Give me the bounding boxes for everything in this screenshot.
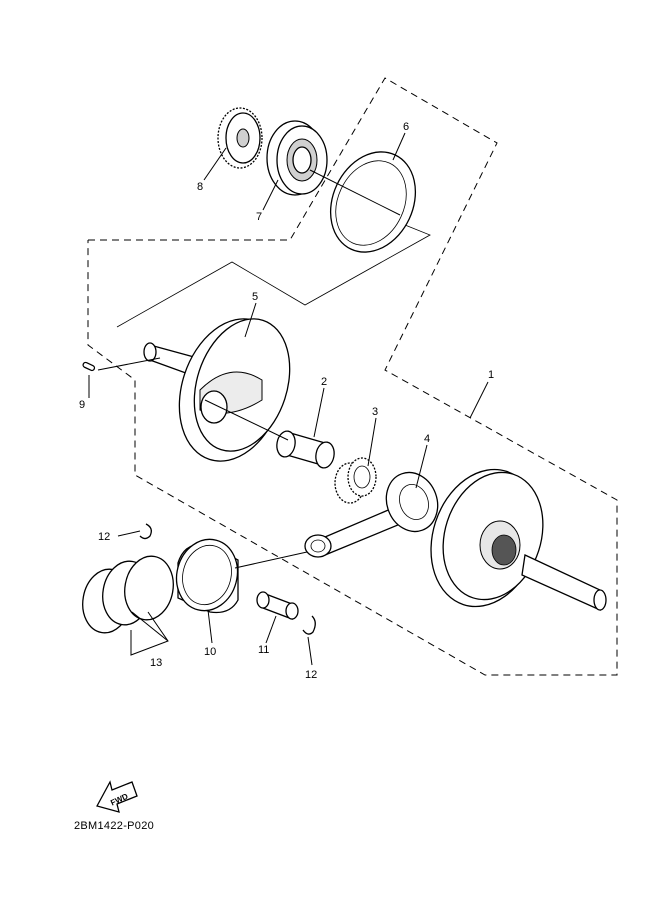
callout-5: 5 bbox=[252, 291, 258, 303]
crank-pin-part bbox=[276, 430, 335, 469]
callout-10: 10 bbox=[204, 646, 216, 658]
callout-12-top: 12 bbox=[98, 531, 110, 543]
callout-1: 1 bbox=[488, 369, 494, 381]
callout-3: 3 bbox=[372, 406, 378, 418]
crankshaft-right-half bbox=[430, 468, 607, 612]
needle-bearing-part bbox=[334, 457, 377, 504]
connecting-rod-part bbox=[304, 471, 439, 558]
callout-8: 8 bbox=[197, 181, 203, 193]
piston-pin-part bbox=[256, 591, 299, 620]
fwd-arrow-icon: FWD bbox=[96, 780, 138, 813]
piston-rings-part bbox=[82, 555, 174, 634]
callout-9: 9 bbox=[79, 399, 85, 411]
woodruff-key-part bbox=[82, 361, 96, 372]
diagram-code: 2BM1422-P020 bbox=[74, 820, 155, 832]
leader-lines bbox=[88, 132, 489, 666]
bearing-part bbox=[266, 120, 328, 196]
gear-part bbox=[217, 107, 263, 169]
callout-4: 4 bbox=[424, 433, 430, 445]
piston-pin-clip-bottom bbox=[302, 615, 316, 635]
callout-13: 13 bbox=[150, 657, 162, 669]
callout-11: 11 bbox=[258, 644, 269, 656]
callout-12-bottom: 12 bbox=[305, 669, 317, 681]
piston-pin-clip-top bbox=[139, 523, 152, 540]
piston-part bbox=[175, 538, 239, 614]
callout-6: 6 bbox=[403, 121, 409, 133]
callout-7: 7 bbox=[256, 211, 262, 223]
subassembly-guide-lines bbox=[116, 224, 431, 328]
callout-2: 2 bbox=[321, 376, 327, 388]
assembly-boundary-dashed bbox=[87, 77, 618, 676]
